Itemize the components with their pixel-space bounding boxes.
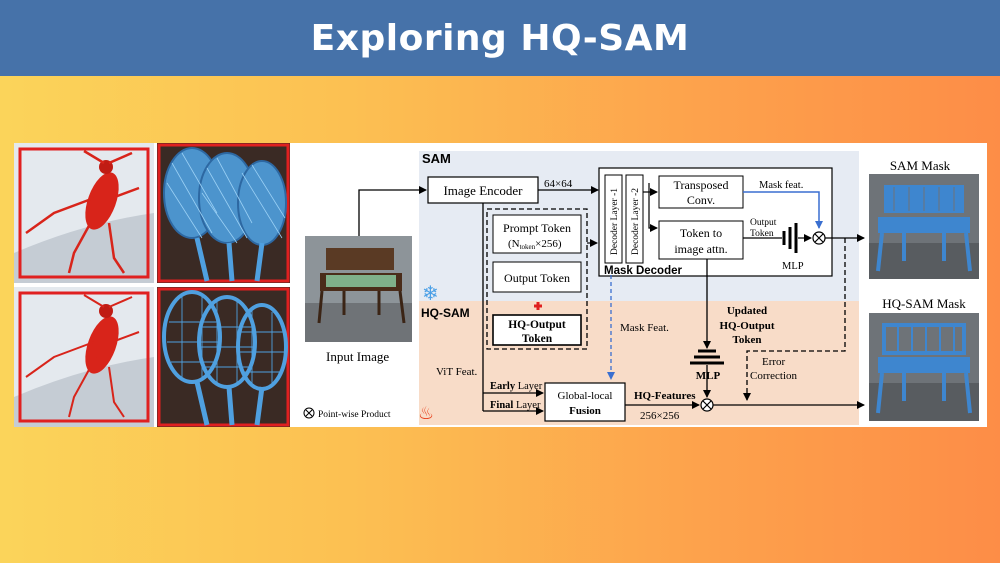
dim-64: 64×64 [544,178,573,190]
fusion-label-1: Global-local [558,390,613,402]
prompt-token-dims: (Ntoken×256) [508,238,562,251]
fire-icon: ♨ [418,403,434,424]
racket-photo-sam [157,143,290,283]
plus-icon [534,302,542,310]
sam-label: SAM [422,151,451,166]
mask-feat-mid-label: Mask Feat. [620,322,669,334]
sam-mask-label: SAM Mask [890,158,951,173]
input-image [305,236,412,342]
pointwise-product-bottom-icon [700,398,714,412]
mlp-top-icon [782,223,798,253]
dim-256-label: 256×256 [640,410,680,422]
token-stack-dashed-box [486,208,588,350]
hqsam-region [419,301,859,425]
bug-photo-hqsam [14,287,154,427]
token-attn-box [658,220,744,260]
transposed-conv-label-2: Conv. [687,193,715,207]
decoder-layer-1-box [604,174,623,264]
hq-output-token-label-1: HQ-Output [508,319,566,331]
mask-feat-top-label: Mask feat. [759,180,803,191]
token-attn-label-2: image attn. [674,242,727,256]
fusion-label-2: Fusion [569,405,601,417]
prompt-token-label: Prompt Token [503,221,571,235]
pointwise-legend-icon [303,407,315,419]
output-token-label-2: Token [750,229,774,239]
transposed-conv-box [658,175,744,209]
page-title: Exploring HQ-SAM [310,17,690,59]
decoder-layer-2-box [625,174,644,264]
mlp-bottom-label: MLP [696,370,721,382]
decoder-layer-2-label: Decoder Layer -2 [631,188,641,255]
early-layer-label: Early Layer [490,381,543,392]
prompt-token-box [492,214,582,254]
transposed-conv-label-1: Transposed [674,178,729,192]
pointwise-legend-label: Point-wise Product [318,410,391,420]
hq-features-label: HQ-Features [634,390,696,402]
hqsam-label: HQ-SAM [421,306,470,320]
pointwise-product-top-icon [812,231,826,245]
title-banner: Exploring HQ-SAM [0,0,1000,76]
error-label-2: Correction [750,370,798,382]
mask-decoder-label: Mask Decoder [604,265,683,277]
token-attn-label-1: Token to [680,226,722,240]
mlp-bottom-icon [690,349,724,365]
error-label-1: Error [762,356,786,368]
updated-label-3: Token [733,334,762,346]
input-image-label: Input Image [326,349,389,364]
final-layer-label: Final Layer [490,400,541,411]
image-encoder-label: Image Encoder [443,183,523,198]
figure-panel: SAM HQ-SAM ❄ Input Image Image Encoder 6… [14,143,987,427]
output-token-label-1: Output [750,218,777,228]
hqsam-mask-image [869,313,979,421]
sam-mask-image [869,174,979,279]
output-token-box-label: Output Token [504,271,570,285]
snowflake-icon: ❄ [422,281,439,305]
hq-output-token-label-2: Token [522,333,553,345]
updated-label-2: HQ-Output [719,320,774,332]
fusion-box [544,382,626,422]
output-token-box [492,261,582,293]
hqsam-mask-label: HQ-SAM Mask [882,296,966,311]
mlp-top-label: MLP [782,261,804,272]
hq-output-token-box [492,314,582,346]
racket-photo-hqsam [157,287,290,427]
decoder-layer-1-label: Decoder Layer -1 [610,188,620,255]
image-encoder-box [427,176,539,204]
bug-photo-sam [14,143,154,283]
updated-label-1: Updated [727,305,767,317]
architecture-diagram: SAM HQ-SAM ❄ Input Image Image Encoder 6… [303,151,979,425]
vit-feat-label: ViT Feat. [436,366,478,378]
